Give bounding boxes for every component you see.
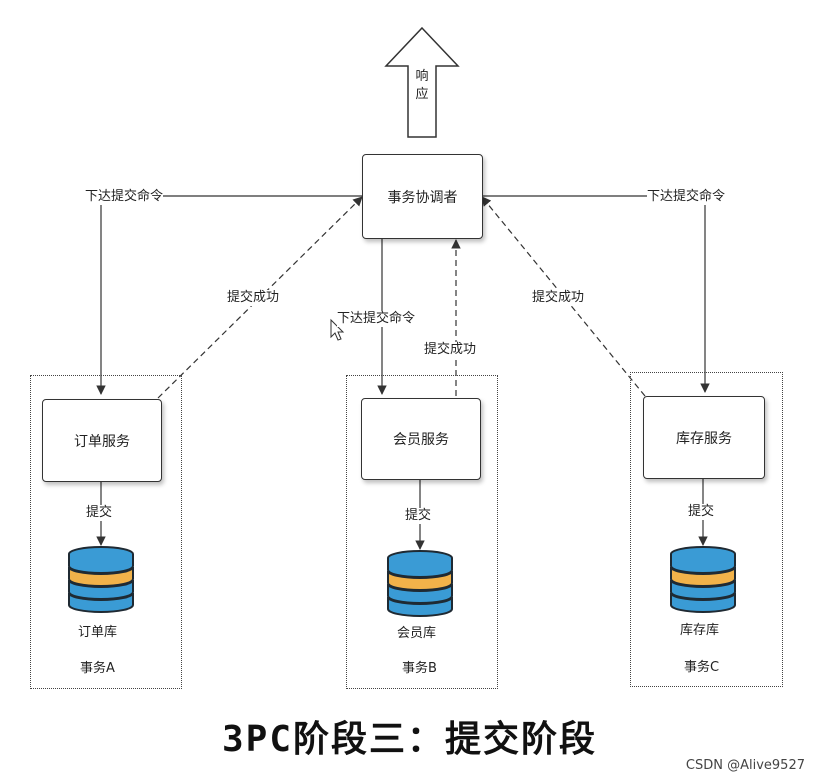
command-label-left: 下达提交命令 [85, 189, 164, 205]
transaction-group-c [630, 372, 783, 687]
response-label: 响应 [415, 69, 429, 102]
database-icon-member [387, 550, 453, 617]
transaction-group-a [30, 375, 182, 689]
transaction-label-a: 事务A [80, 661, 115, 676]
service-node-order: 订单服务 [42, 399, 162, 482]
transaction-group-b [346, 375, 498, 689]
service-label-inventory: 库存服务 [676, 430, 732, 447]
command-label-middle: 下达提交命令 [337, 311, 416, 327]
service-node-member: 会员服务 [361, 398, 481, 480]
command-line-right [482, 195, 710, 393]
database-label-order: 订单库 [78, 625, 118, 640]
database-icon-order [68, 546, 134, 613]
success-label-left: 提交成功 [227, 290, 280, 306]
commit-label-b: 提交 [405, 508, 432, 524]
service-label-order: 订单服务 [74, 433, 130, 450]
success-label-right: 提交成功 [532, 290, 585, 306]
success-line-right [481, 196, 646, 397]
watermark: CSDN @Alive9527 [685, 758, 805, 773]
database-label-inventory: 库存库 [680, 623, 720, 638]
success-label-middle: 提交成功 [424, 342, 477, 358]
commit-label-c: 提交 [688, 504, 715, 520]
service-node-inventory: 库存服务 [643, 396, 765, 479]
transaction-label-b: 事务B [402, 661, 437, 676]
response-arrow [384, 26, 460, 138]
transaction-label-c: 事务C [684, 660, 720, 675]
service-label-member: 会员服务 [393, 432, 449, 448]
command-label-right: 下达提交命令 [647, 189, 726, 205]
database-icon-inventory [670, 546, 736, 613]
database-label-member: 会员库 [397, 626, 437, 641]
mouse-cursor [330, 318, 345, 341]
diagram-title: 3PC阶段三：提交阶段 [221, 719, 598, 760]
coordinator-label: 事务协调者 [387, 189, 458, 206]
commit-label-a: 提交 [86, 505, 113, 521]
coordinator-node: 事务协调者 [362, 154, 483, 239]
